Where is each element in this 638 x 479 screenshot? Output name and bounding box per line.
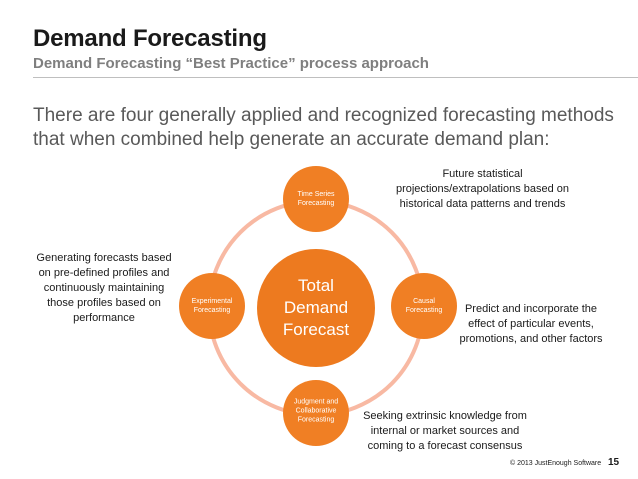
node-circle-left — [179, 273, 245, 339]
note-top-line-2: projections/extrapolations based on — [395, 183, 570, 195]
note-judgment: Seeking extrinsic knowledge from interna… — [350, 409, 540, 454]
note-left-line-5: performance — [73, 312, 135, 324]
slide-title: Demand Forecasting — [33, 25, 267, 52]
node-left-line-1: Experimental — [191, 298, 233, 305]
note-bottom-line-1: Seeking extrinsic knowledge from — [363, 410, 527, 422]
note-left-line-2: on pre-defined profiles and — [38, 267, 170, 279]
note-causal: Predict and incorporate the effect of pa… — [451, 302, 611, 347]
note-experimental: Generating forecasts based on pre-define… — [30, 251, 178, 326]
node-circle-top — [283, 166, 349, 232]
copyright-footer: © 2013 JustEnough Software — [510, 460, 602, 467]
node-bottom-line-2: Collaborative — [295, 407, 337, 415]
node-label-causal: Causal Forecasting — [406, 297, 443, 315]
center-circle — [257, 249, 375, 367]
node-left-line-2: Forecasting — [193, 307, 231, 314]
node-right-line-1: Causal — [413, 298, 435, 305]
center-line-3: Forecast — [282, 320, 350, 339]
node-right-line-2: Forecasting — [405, 307, 443, 314]
note-bottom-line-3: coming to a forecast consensus — [367, 440, 523, 452]
page-number: 15 — [608, 457, 620, 468]
note-left-line-4: those profiles based on — [47, 297, 161, 309]
slide-subtitle: Demand Forecasting “Best Practice” proce… — [33, 55, 429, 72]
center-line-2: Demand — [283, 298, 349, 317]
note-bottom-line-2: internal or market sources and — [370, 425, 520, 437]
node-label-judgment: Judgment and Collaborative Forecasting — [294, 398, 338, 425]
node-top-line-2: Forecasting — [297, 200, 335, 207]
note-top-line-3: historical data patterns and trends — [399, 198, 566, 210]
node-bottom-line-3: Forecasting — [297, 416, 335, 424]
note-right-line-1: Predict and incorporate the — [464, 303, 598, 315]
note-top-line-1: Future statistical — [442, 168, 523, 180]
note-right-line-3: promotions, and other factors — [459, 333, 603, 345]
note-left-line-3: continuously maintaining — [43, 282, 165, 294]
note-right-line-2: effect of particular events, — [468, 318, 594, 330]
note-left-line-1: Generating forecasts based — [36, 252, 172, 264]
node-label-experimental: Experimental Forecasting — [192, 297, 233, 315]
node-bottom-line-1: Judgment and — [293, 398, 339, 406]
node-label-time-series: Time Series Forecasting — [297, 190, 334, 208]
node-circle-bottom — [283, 380, 349, 446]
node-top-line-1: Time Series — [297, 191, 335, 198]
center-label: Total Demand Forecast — [271, 275, 361, 341]
intro-text: There are four generally applied and rec… — [33, 105, 614, 150]
node-circle-right — [391, 273, 457, 339]
note-time-series: Future statistical projections/extrapola… — [370, 167, 595, 212]
title-divider — [33, 77, 638, 78]
center-line-1: Total — [298, 276, 334, 295]
